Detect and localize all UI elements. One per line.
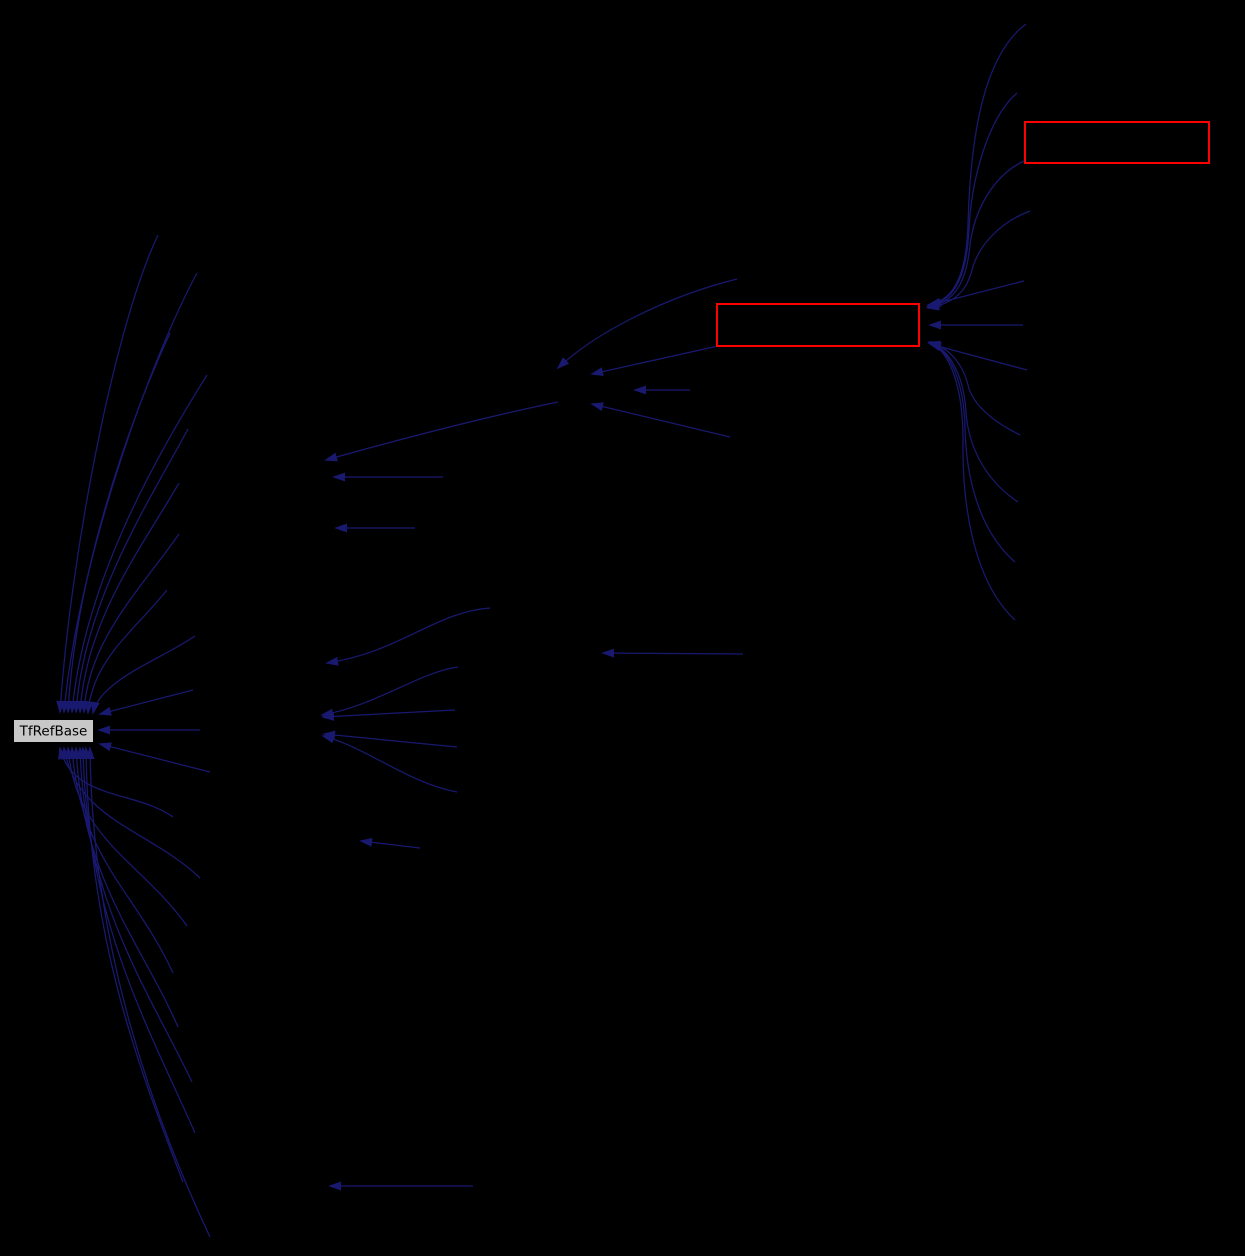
inheritance-edge xyxy=(926,92,1018,309)
inheritance-edge xyxy=(68,746,174,974)
inheritance-edge xyxy=(76,482,180,714)
inheritance-edge xyxy=(927,341,1019,503)
inheritance-edge xyxy=(64,332,171,714)
edges-left-straight xyxy=(97,689,211,773)
inheritance-edge xyxy=(72,428,189,714)
inheritance-edge xyxy=(321,709,456,721)
inheritance-edge xyxy=(72,746,179,1028)
inheritance-edge xyxy=(556,278,738,370)
inheritance-edge xyxy=(324,401,559,462)
inheritance-edge xyxy=(928,342,1028,371)
inheritance-edge xyxy=(322,730,458,748)
inheritance-edge xyxy=(60,272,198,714)
inheritance-edge xyxy=(927,341,1016,621)
inheritance-edge xyxy=(590,402,731,438)
inheritance-edge xyxy=(926,160,1025,310)
inheritance-edge xyxy=(98,742,211,773)
inheritance-edge xyxy=(320,666,459,718)
inheritance-edge xyxy=(359,837,421,849)
inheritance-edge xyxy=(64,746,188,927)
inheritance-edge xyxy=(321,734,458,793)
inheritance-edge xyxy=(601,648,744,658)
inheritance-edge xyxy=(926,23,1027,308)
inheritance-edge xyxy=(84,589,168,715)
inheritance-edge xyxy=(928,280,1025,307)
edges-middle-column xyxy=(320,278,744,1191)
inheritance-edge xyxy=(927,340,1021,436)
inheritance-edge xyxy=(78,746,196,1134)
inheritance-edge xyxy=(325,607,491,666)
inheritance-edge xyxy=(85,746,211,1238)
inheritance-edge xyxy=(590,345,719,376)
inheritance-edge xyxy=(98,689,194,716)
inheritance-edge xyxy=(81,746,184,1183)
edges-left-lower-fan xyxy=(58,746,211,1238)
inheritance-edge xyxy=(68,374,208,714)
base-class-node-label: TfRefBase xyxy=(19,724,88,740)
edges-right-trunk xyxy=(926,23,1031,621)
highlighted-node-middle[interactable] xyxy=(716,303,920,347)
inheritance-edge xyxy=(926,210,1031,311)
highlighted-node-top-right[interactable] xyxy=(1024,121,1210,164)
inheritance-edge xyxy=(927,341,1016,563)
inheritance-edge xyxy=(80,533,180,714)
inheritance-edge xyxy=(90,635,196,715)
base-class-node[interactable]: TfRefBase xyxy=(13,719,94,743)
inheritance-edge xyxy=(75,746,193,1083)
edges-left-upper-fan xyxy=(56,234,208,715)
inheritance-edge xyxy=(58,746,174,818)
base-class-node-box[interactable] xyxy=(13,719,94,743)
inheritance-edge xyxy=(56,234,159,714)
